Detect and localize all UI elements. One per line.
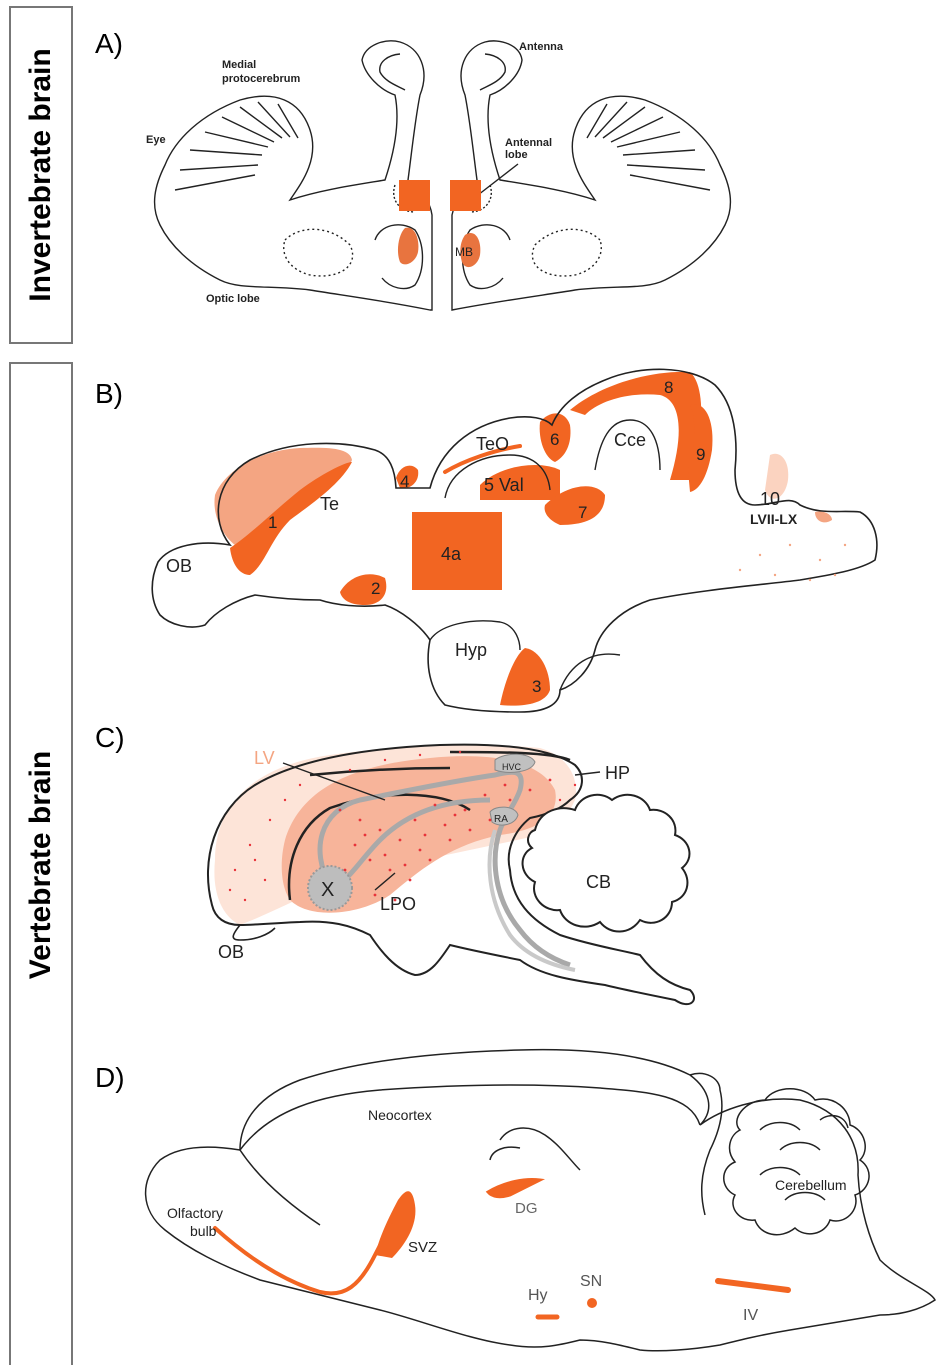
neocortex-label: Neocortex — [368, 1107, 432, 1123]
te-label: Te — [320, 494, 339, 514]
region-3-label: 3 — [532, 677, 541, 696]
teo-label: TeO — [476, 434, 509, 454]
hyp-label: Hyp — [455, 640, 487, 660]
hp-label: HP — [605, 763, 630, 783]
region-2-label: 2 — [371, 579, 380, 598]
medial-label-2: protocerebrum — [222, 73, 300, 85]
panel-c-bird-brain — [208, 745, 694, 1005]
cerebellum-label: Cerebellum — [775, 1177, 847, 1193]
region-6-label: 6 — [550, 430, 559, 449]
mouse-brain-outline — [146, 1050, 935, 1351]
ob-bird-label: OB — [218, 942, 244, 962]
cerebellum-outline — [724, 1089, 869, 1235]
region-8-label: 8 — [664, 378, 673, 397]
mushroom-body-left — [398, 228, 418, 265]
ob-label: OB — [166, 556, 192, 576]
cerebellum-outline — [523, 795, 690, 932]
region-9-label: 9 — [696, 445, 705, 464]
svz-label: SVZ — [408, 1239, 437, 1256]
sn-region — [587, 1298, 597, 1308]
olfactory-bulb-label-1: Olfactory — [167, 1205, 223, 1221]
val-label: 5 Val — [484, 475, 524, 495]
panel-a-labels: Medial protocerebrum Antenna Eye Antenna… — [146, 41, 564, 305]
antennal-lobe-label-1: Antennal — [505, 137, 552, 149]
lv-label: LV — [254, 748, 275, 768]
region-7-label: 7 — [578, 503, 587, 522]
medial-label-1: Medial — [222, 59, 256, 71]
region-1-label: 1 — [268, 513, 277, 532]
dg-region — [488, 1180, 540, 1197]
dg-label: DG — [515, 1200, 538, 1217]
insect-right-hemisphere — [452, 41, 730, 310]
hvc-label: HVC — [502, 762, 522, 772]
lpo-label: LPO — [380, 894, 416, 914]
optic-lobe-label: Optic lobe — [206, 293, 260, 305]
antennal-lobe-site-left — [399, 180, 430, 211]
hy-label: Hy — [528, 1287, 548, 1304]
eye-label: Eye — [146, 134, 166, 146]
ra-label: RA — [494, 814, 508, 825]
mb-label: MB — [455, 245, 473, 259]
x-label: X — [321, 879, 334, 901]
region-8 — [570, 372, 701, 480]
cce-label: Cce — [614, 430, 646, 450]
region-4-label: 4 — [400, 472, 409, 491]
antenna-label: Antenna — [519, 41, 564, 53]
iv-label: IV — [743, 1307, 758, 1324]
region-3 — [500, 648, 550, 706]
panel-d-mouse-brain — [146, 1050, 935, 1351]
region-10-label: 10 — [760, 489, 780, 509]
antennal-lobe-label-2: lobe — [505, 149, 528, 161]
region-10-dots — [739, 544, 846, 581]
antennal-lobe-site-right — [450, 180, 481, 211]
panel-d-labels: Neocortex Olfactory bulb SVZ DG Cerebell… — [167, 1107, 847, 1324]
olfactory-bulb-label-2: bulb — [190, 1223, 217, 1239]
sn-label: SN — [580, 1273, 602, 1290]
region-4a-label: 4a — [441, 544, 462, 564]
iv-region — [718, 1281, 788, 1290]
region-10 — [815, 512, 832, 523]
panel-b-fish-brain — [152, 369, 877, 712]
cb-label: CB — [586, 872, 611, 892]
lvii-lx-label: LVII-LX — [750, 511, 798, 527]
